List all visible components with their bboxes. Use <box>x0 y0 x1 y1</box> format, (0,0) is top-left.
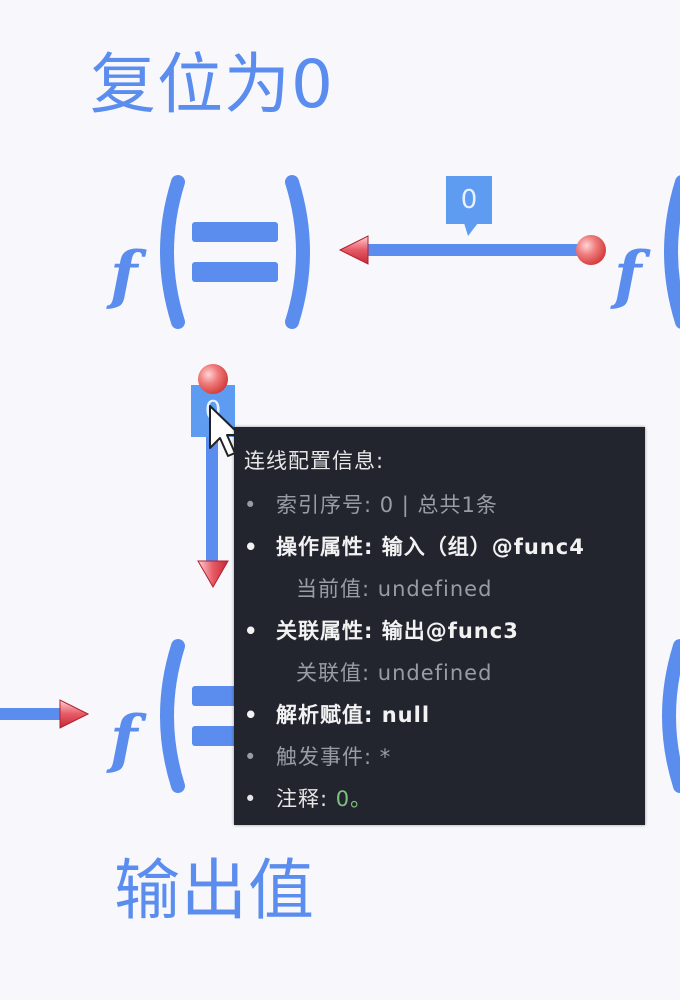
connector-line-bottom-left[interactable] <box>0 708 70 720</box>
tooltip-row-note: •注释: 0。 <box>244 787 373 811</box>
paren-icon <box>662 639 680 793</box>
function-f-icon: f <box>110 238 138 313</box>
output-title: 输出值 <box>114 852 315 929</box>
connector-line-top[interactable] <box>358 244 590 256</box>
tooltip-row-trigger: •触发事件: * <box>244 745 392 769</box>
tooltip-row-related-value: 关联值: undefined <box>296 661 493 685</box>
function-node-reset[interactable]: f <box>100 172 340 332</box>
paren-icon <box>664 175 680 329</box>
tooltip-row-operation: •操作属性: 输入（组）@func4 <box>244 535 585 559</box>
connection-info-tooltip: 连线配置信息: •索引序号: 0 | 总共1条 •操作属性: 输入（组）@fun… <box>234 427 645 825</box>
arrow-head-right-icon <box>59 699 90 729</box>
function-node-right-bottom[interactable] <box>640 636 680 796</box>
label-pointer-icon <box>464 223 478 236</box>
equals-operator-icon <box>160 175 310 329</box>
connector-handle-top[interactable] <box>576 235 606 265</box>
tooltip-row-parse: •解析赋值: null <box>244 703 431 727</box>
tooltip-title: 连线配置信息: <box>244 449 385 473</box>
reset-title: 复位为0 <box>90 46 334 123</box>
function-f-icon: f <box>614 238 642 313</box>
connector-label-top[interactable]: 0 <box>446 176 492 224</box>
tooltip-row-index: •索引序号: 0 | 总共1条 <box>244 493 498 517</box>
tooltip-row-related: •关联属性: 输出@func3 <box>244 619 519 643</box>
function-f-icon: f <box>110 702 138 777</box>
function-node-right-top[interactable]: f <box>610 172 680 332</box>
connector-handle-vertical[interactable] <box>198 364 228 394</box>
arrow-head-left-icon <box>338 235 369 265</box>
arrow-head-down-icon <box>197 560 229 589</box>
tooltip-row-current-value: 当前值: undefined <box>296 577 493 601</box>
